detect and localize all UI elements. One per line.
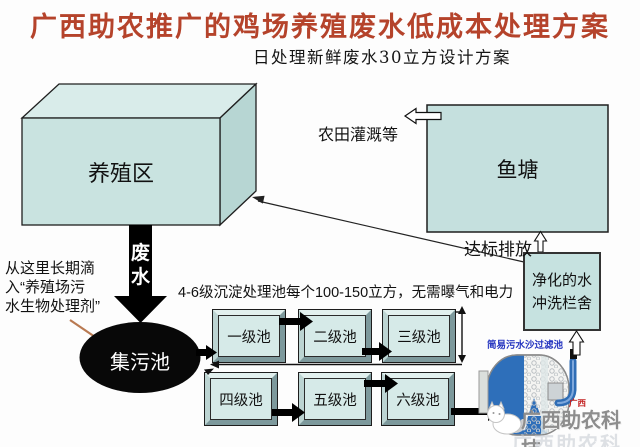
page-title: 广西助农推广的鸡场养殖废水低成本处理方案 <box>30 12 610 43</box>
pool-level-3: 三级池 <box>382 309 456 363</box>
pool-level-1: 一级池 <box>212 309 286 363</box>
watermark-region-label: 广西 <box>569 398 587 408</box>
pool-level-1-label: 一级池 <box>227 329 271 346</box>
pool-level-5-label: 五级池 <box>313 392 357 409</box>
filter-to-cleanbox-arrow-icon <box>568 329 585 356</box>
watermark-brand-faint: 广西助农科技 <box>512 434 622 447</box>
fish-pond-label: 鱼塘 <box>496 158 539 182</box>
pool-level-6-label: 六级池 <box>396 392 440 409</box>
breeding-area-label: 养殖区 <box>87 160 154 186</box>
pools-spec-note: 4-6级沉淀处理池每个100-150立方，无需曝气和电力 <box>178 285 514 301</box>
filter-caption: 简易污水沙过滤池 <box>487 340 564 351</box>
dosing-pointer-arrow <box>69 319 107 346</box>
discharge-label: 达标排放 <box>464 240 532 259</box>
pool-level-6: 六级池 <box>381 372 455 426</box>
pool-level-4: 四级池 <box>204 372 278 426</box>
pool-level-3-label: 三级池 <box>397 329 441 346</box>
irrigation-label: 农田灌溉等 <box>318 127 399 144</box>
dosing-note: 从这里长期滴 入“养殖场污 水生物处理剂” <box>5 260 100 315</box>
pool-level-2: 二级池 <box>298 309 372 363</box>
pool-level-5: 五级池 <box>298 372 372 426</box>
pool-level-2-label: 二级池 <box>313 329 357 346</box>
pool-level-4-label: 四级池 <box>219 392 263 409</box>
arrow-pool6-to-filter <box>451 402 503 421</box>
discharge-arrow-icon <box>533 230 548 255</box>
clean-water-box-label: 净化的水 冲洗栏舍 <box>531 272 592 312</box>
subtitle: 日处理新鲜废水30立方设计方案 <box>253 48 511 67</box>
wastewater-label: 废水 <box>130 243 150 288</box>
collection-pool-label: 集污池 <box>110 352 170 374</box>
